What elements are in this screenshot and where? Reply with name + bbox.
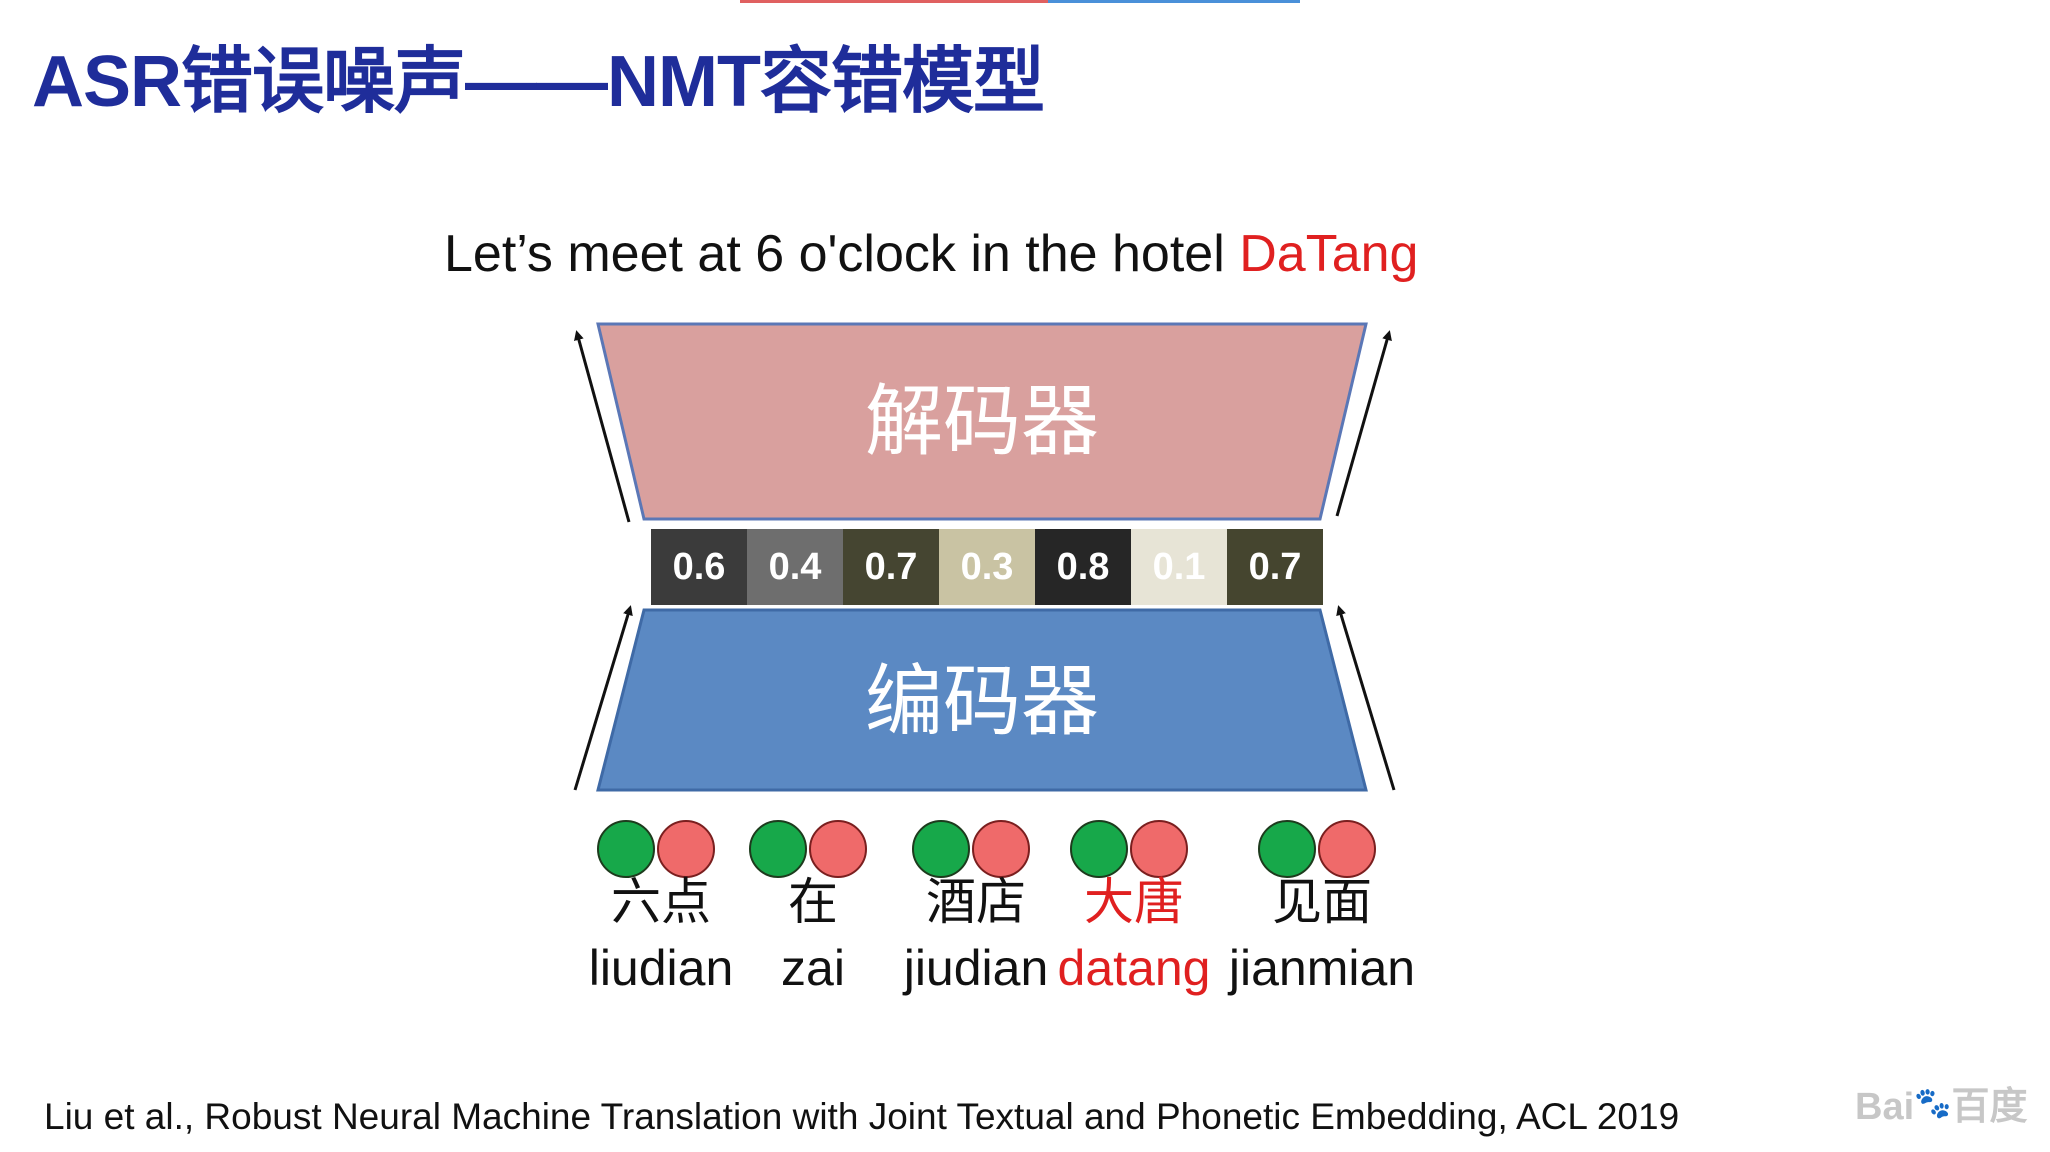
embedding-value: 0.1	[1153, 546, 1206, 588]
word-hanzi: 大唐	[1084, 873, 1184, 931]
textual-embedding-dot	[597, 820, 655, 878]
watermark-suffix: 百度	[1951, 1086, 2028, 1128]
phonetic-embedding-dot	[1318, 820, 1376, 878]
textual-embedding-dot	[1258, 820, 1316, 878]
input-word: 大唐 datang	[1024, 874, 1244, 996]
output-text: Let’s meet at 6 o'clock in the hotel	[444, 225, 1240, 283]
arrow-left-upper	[574, 330, 631, 523]
embedding-value: 0.4	[769, 546, 822, 588]
input-word: 酒店 jiudian	[866, 874, 1086, 996]
output-sentence: Let’s meet at 6 o'clock in the hotel DaT…	[444, 224, 1418, 284]
word-hanzi: 酒店	[926, 873, 1026, 931]
word-hanzi: 六点	[611, 873, 711, 931]
input-embeddings	[597, 820, 1376, 878]
decoder-label: 解码器	[865, 377, 1099, 467]
embedding-value: 0.6	[673, 546, 726, 588]
top-accent-bar	[740, 0, 1300, 3]
textual-embedding-dot	[1070, 820, 1128, 878]
embedding-cell	[651, 529, 747, 605]
embedding-cell	[1227, 529, 1323, 605]
arrow-right-lower	[1336, 605, 1396, 791]
phonetic-embedding-dot	[657, 820, 715, 878]
input-word: 六点 liudian	[551, 874, 771, 996]
embedding-value: 0.7	[865, 546, 918, 588]
encoder-block	[596, 608, 1368, 792]
embedding-cell	[747, 529, 843, 605]
textual-embedding-dot	[749, 820, 807, 878]
encoder-label: 编码器	[865, 657, 1099, 747]
word-hanzi: 见面	[1272, 873, 1372, 931]
embedding-vector: 0.6 0.4 0.7 0.3 0.8 0.1 0.7	[651, 529, 1323, 605]
word-pinyin: jiudian	[903, 940, 1049, 996]
arrow-left-lower	[573, 605, 633, 791]
decoder-block	[596, 322, 1368, 521]
word-pinyin: datang	[1057, 940, 1211, 996]
word-hanzi: 在	[788, 873, 838, 931]
input-word: 见面 jianmian	[1212, 874, 1432, 996]
embedding-value: 0.7	[1249, 546, 1302, 588]
word-pinyin: jianmian	[1228, 940, 1416, 996]
arrow-right-upper	[1335, 330, 1392, 517]
paw-icon: 🐾	[1914, 1087, 1952, 1120]
embedding-cell	[1035, 529, 1131, 605]
citation: Liu et al., Robust Neural Machine Transl…	[44, 1096, 1680, 1137]
input-word: 在 zai	[703, 874, 923, 996]
watermark-brand: Bai	[1855, 1086, 1915, 1128]
textual-embedding-dot	[912, 820, 970, 878]
slide-title: ASR错误噪声——NMT容错模型	[32, 42, 1045, 122]
baidu-watermark: Bai🐾百度	[1855, 1075, 2028, 1130]
phonetic-embedding-dot	[1130, 820, 1188, 878]
embedding-cell	[843, 529, 939, 605]
embedding-cell	[1131, 529, 1227, 605]
embedding-cell	[939, 529, 1035, 605]
embedding-value: 0.8	[1057, 546, 1110, 588]
embedding-value: 0.3	[961, 546, 1014, 588]
output-highlight: DaTang	[1239, 225, 1419, 283]
phonetic-embedding-dot	[972, 820, 1030, 878]
word-pinyin: zai	[781, 940, 845, 996]
phonetic-embedding-dot	[809, 820, 867, 878]
word-pinyin: liudian	[588, 940, 734, 996]
